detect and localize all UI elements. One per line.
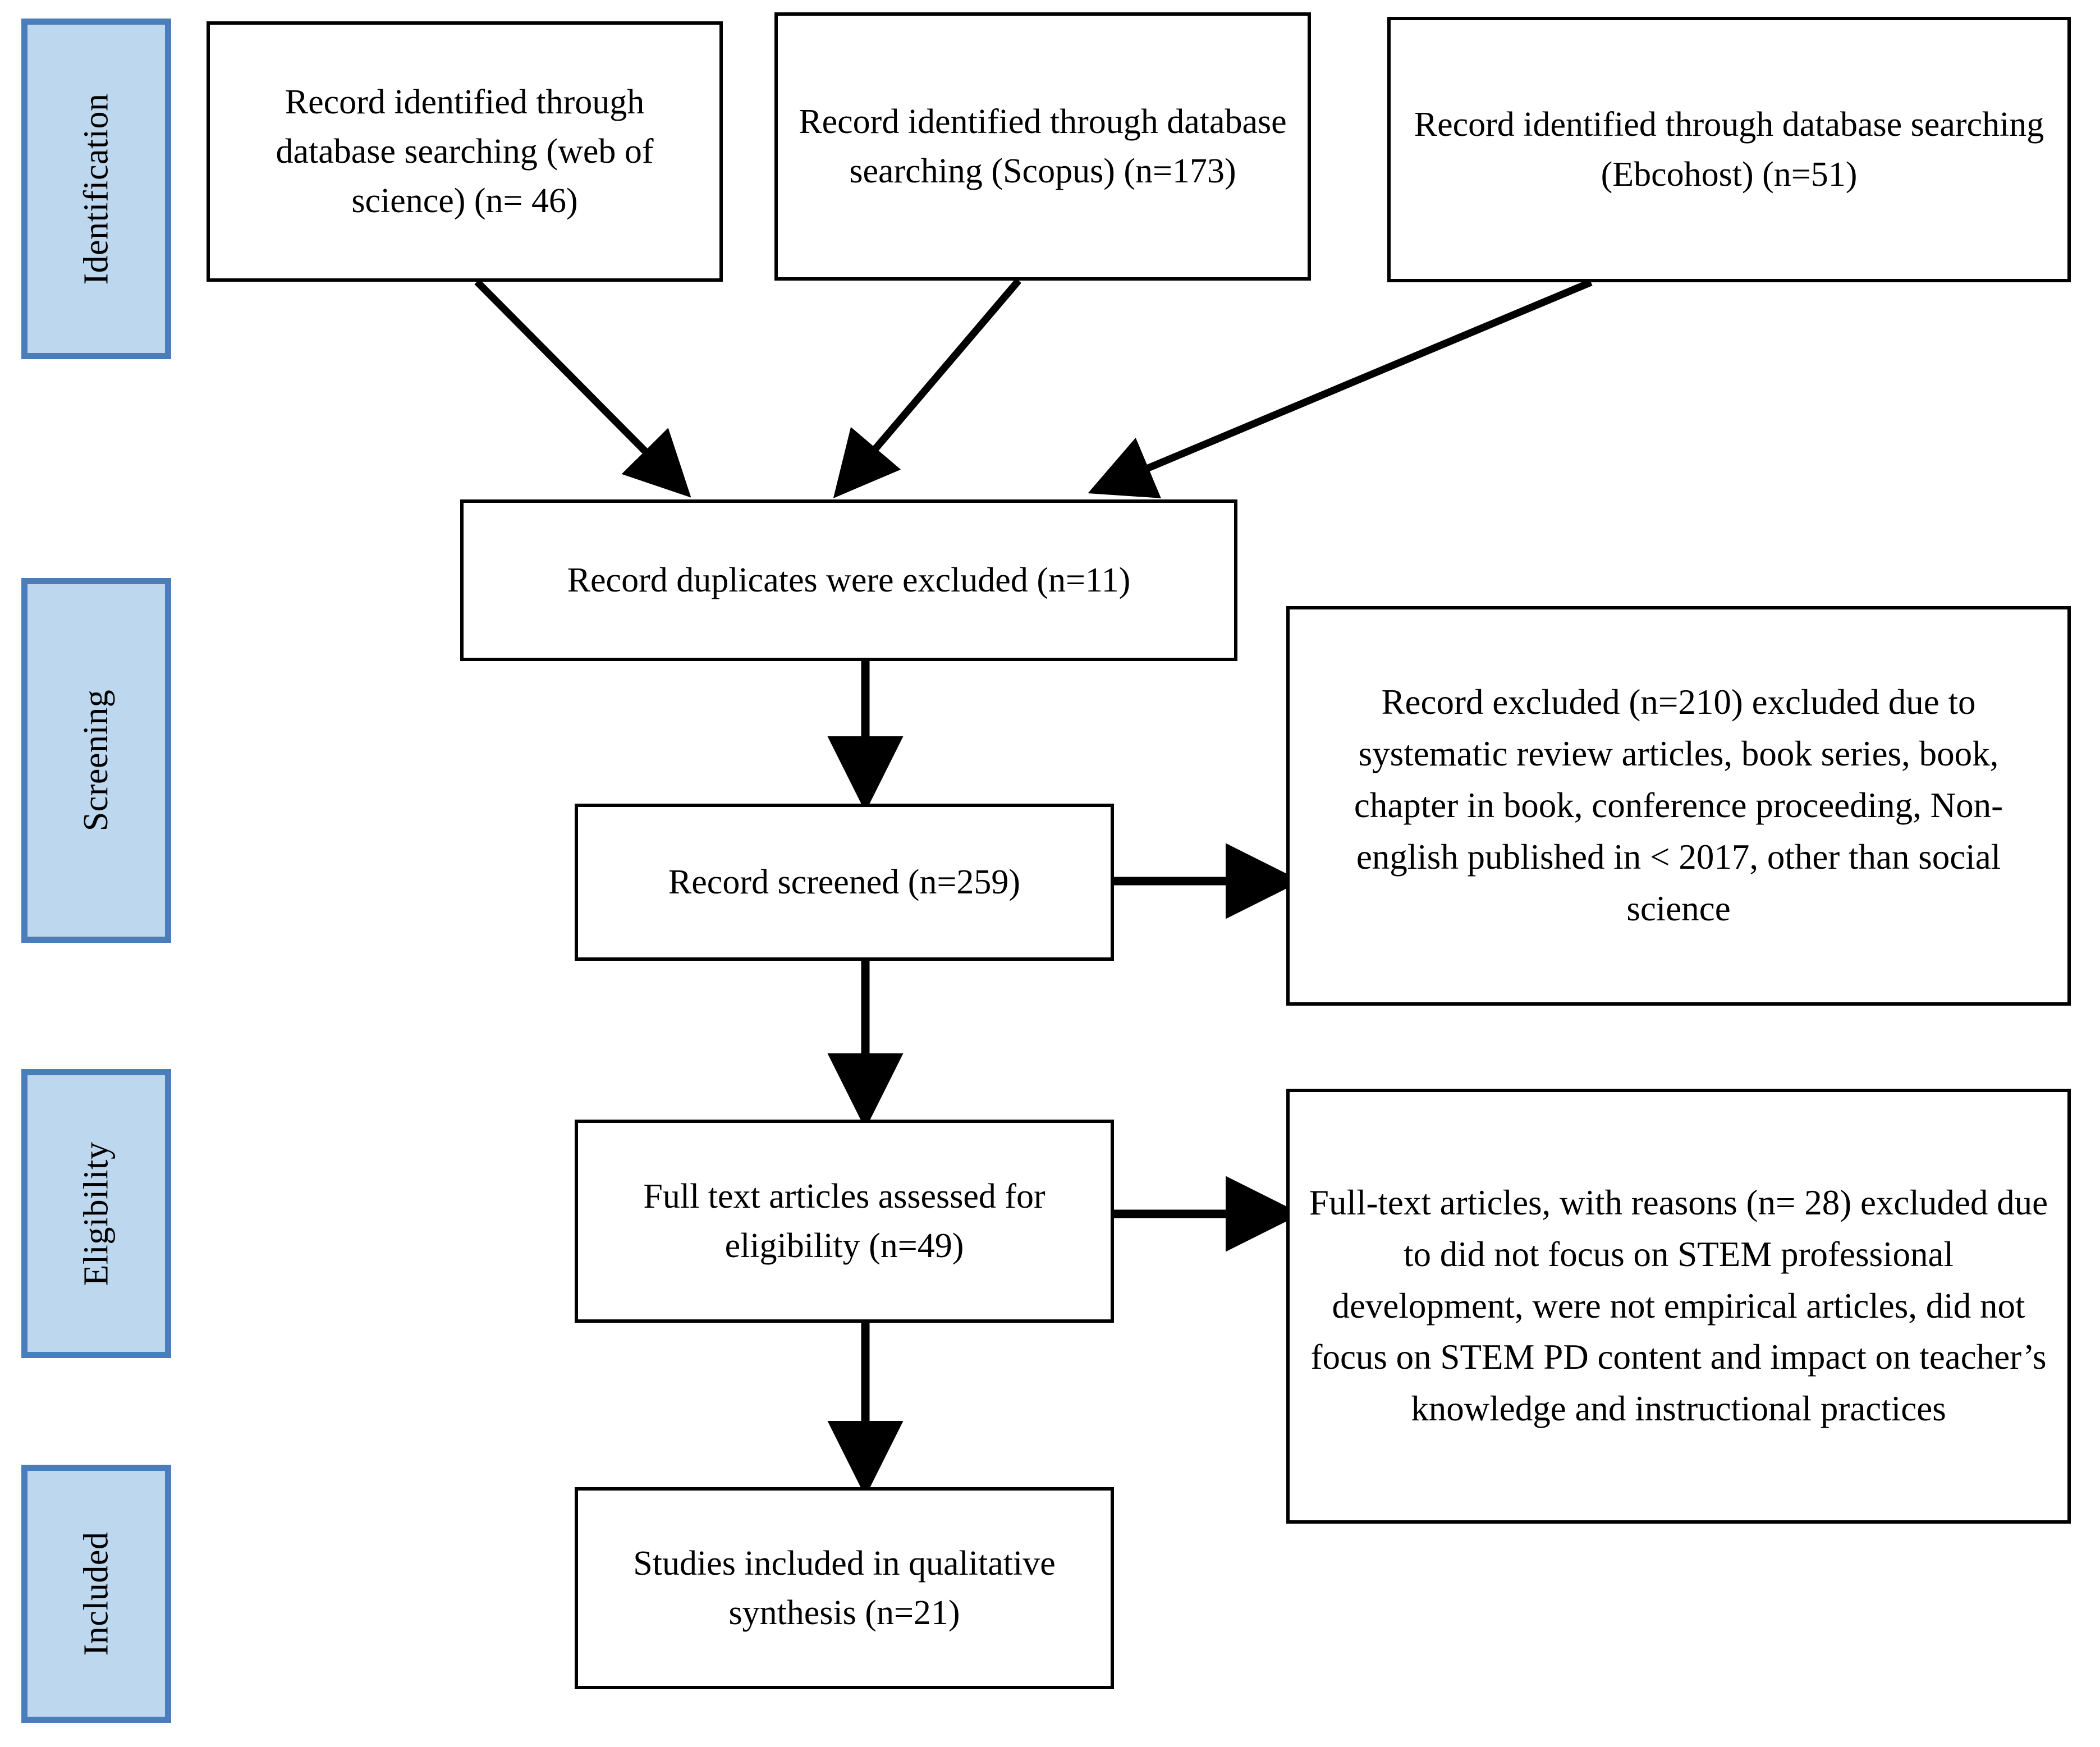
stage-label-screening-text: Screening bbox=[77, 689, 116, 832]
source-box-scopus-text: Record identified through database searc… bbox=[799, 102, 1287, 190]
exclusion-box-fulltext-excluded-text: Full-text articles, with reasons (n= 28)… bbox=[1309, 1182, 2048, 1429]
flow-box-studies-included: Studies included in qualitative synthesi… bbox=[575, 1487, 1114, 1689]
flow-box-full-text-assessed: Full text articles assessed for eligibil… bbox=[575, 1120, 1114, 1323]
exclusion-box-records-excluded-text: Record excluded (n=210) excluded due to … bbox=[1354, 682, 2003, 928]
flow-box-record-screened-text: Record screened (n=259) bbox=[668, 863, 1021, 901]
arrow-ebcohost-to-duplicates bbox=[1088, 279, 1593, 498]
source-box-ebcohost-text: Record identified through database searc… bbox=[1414, 106, 2044, 194]
source-box-web-of-science-text: Record identified through database searc… bbox=[276, 82, 654, 221]
stage-label-eligibility: Eligibility bbox=[21, 1069, 171, 1358]
flow-box-duplicates-excluded-text: Record duplicates were excluded (n=11) bbox=[567, 561, 1131, 599]
flow-box-duplicates-excluded: Record duplicates were excluded (n=11) bbox=[460, 499, 1237, 661]
exclusion-box-records-excluded: Record excluded (n=210) excluded due to … bbox=[1286, 606, 2071, 1006]
flow-box-full-text-assessed-text: Full text articles assessed for eligibil… bbox=[643, 1177, 1046, 1265]
source-box-web-of-science: Record identified through database searc… bbox=[207, 21, 723, 282]
source-box-ebcohost: Record identified through database searc… bbox=[1387, 17, 2071, 282]
exclusion-box-fulltext-excluded: Full-text articles, with reasons (n= 28)… bbox=[1286, 1089, 2071, 1524]
stage-label-included-text: Included bbox=[77, 1532, 116, 1656]
stage-label-screening: Screening bbox=[21, 578, 171, 943]
stage-label-identification-text: Identification bbox=[77, 93, 116, 285]
stage-label-identification: Identification bbox=[21, 19, 171, 359]
flow-box-record-screened: Record screened (n=259) bbox=[575, 804, 1114, 961]
arrow-scopus-to-duplicates bbox=[833, 278, 1021, 498]
flow-box-studies-included-text: Studies included in qualitative synthesi… bbox=[633, 1544, 1056, 1632]
stage-label-included: Included bbox=[21, 1465, 171, 1723]
source-box-scopus: Record identified through database searc… bbox=[774, 12, 1311, 281]
arrow-wos-to-duplicates bbox=[474, 279, 691, 498]
stage-label-eligibility-text: Eligibility bbox=[77, 1141, 116, 1286]
